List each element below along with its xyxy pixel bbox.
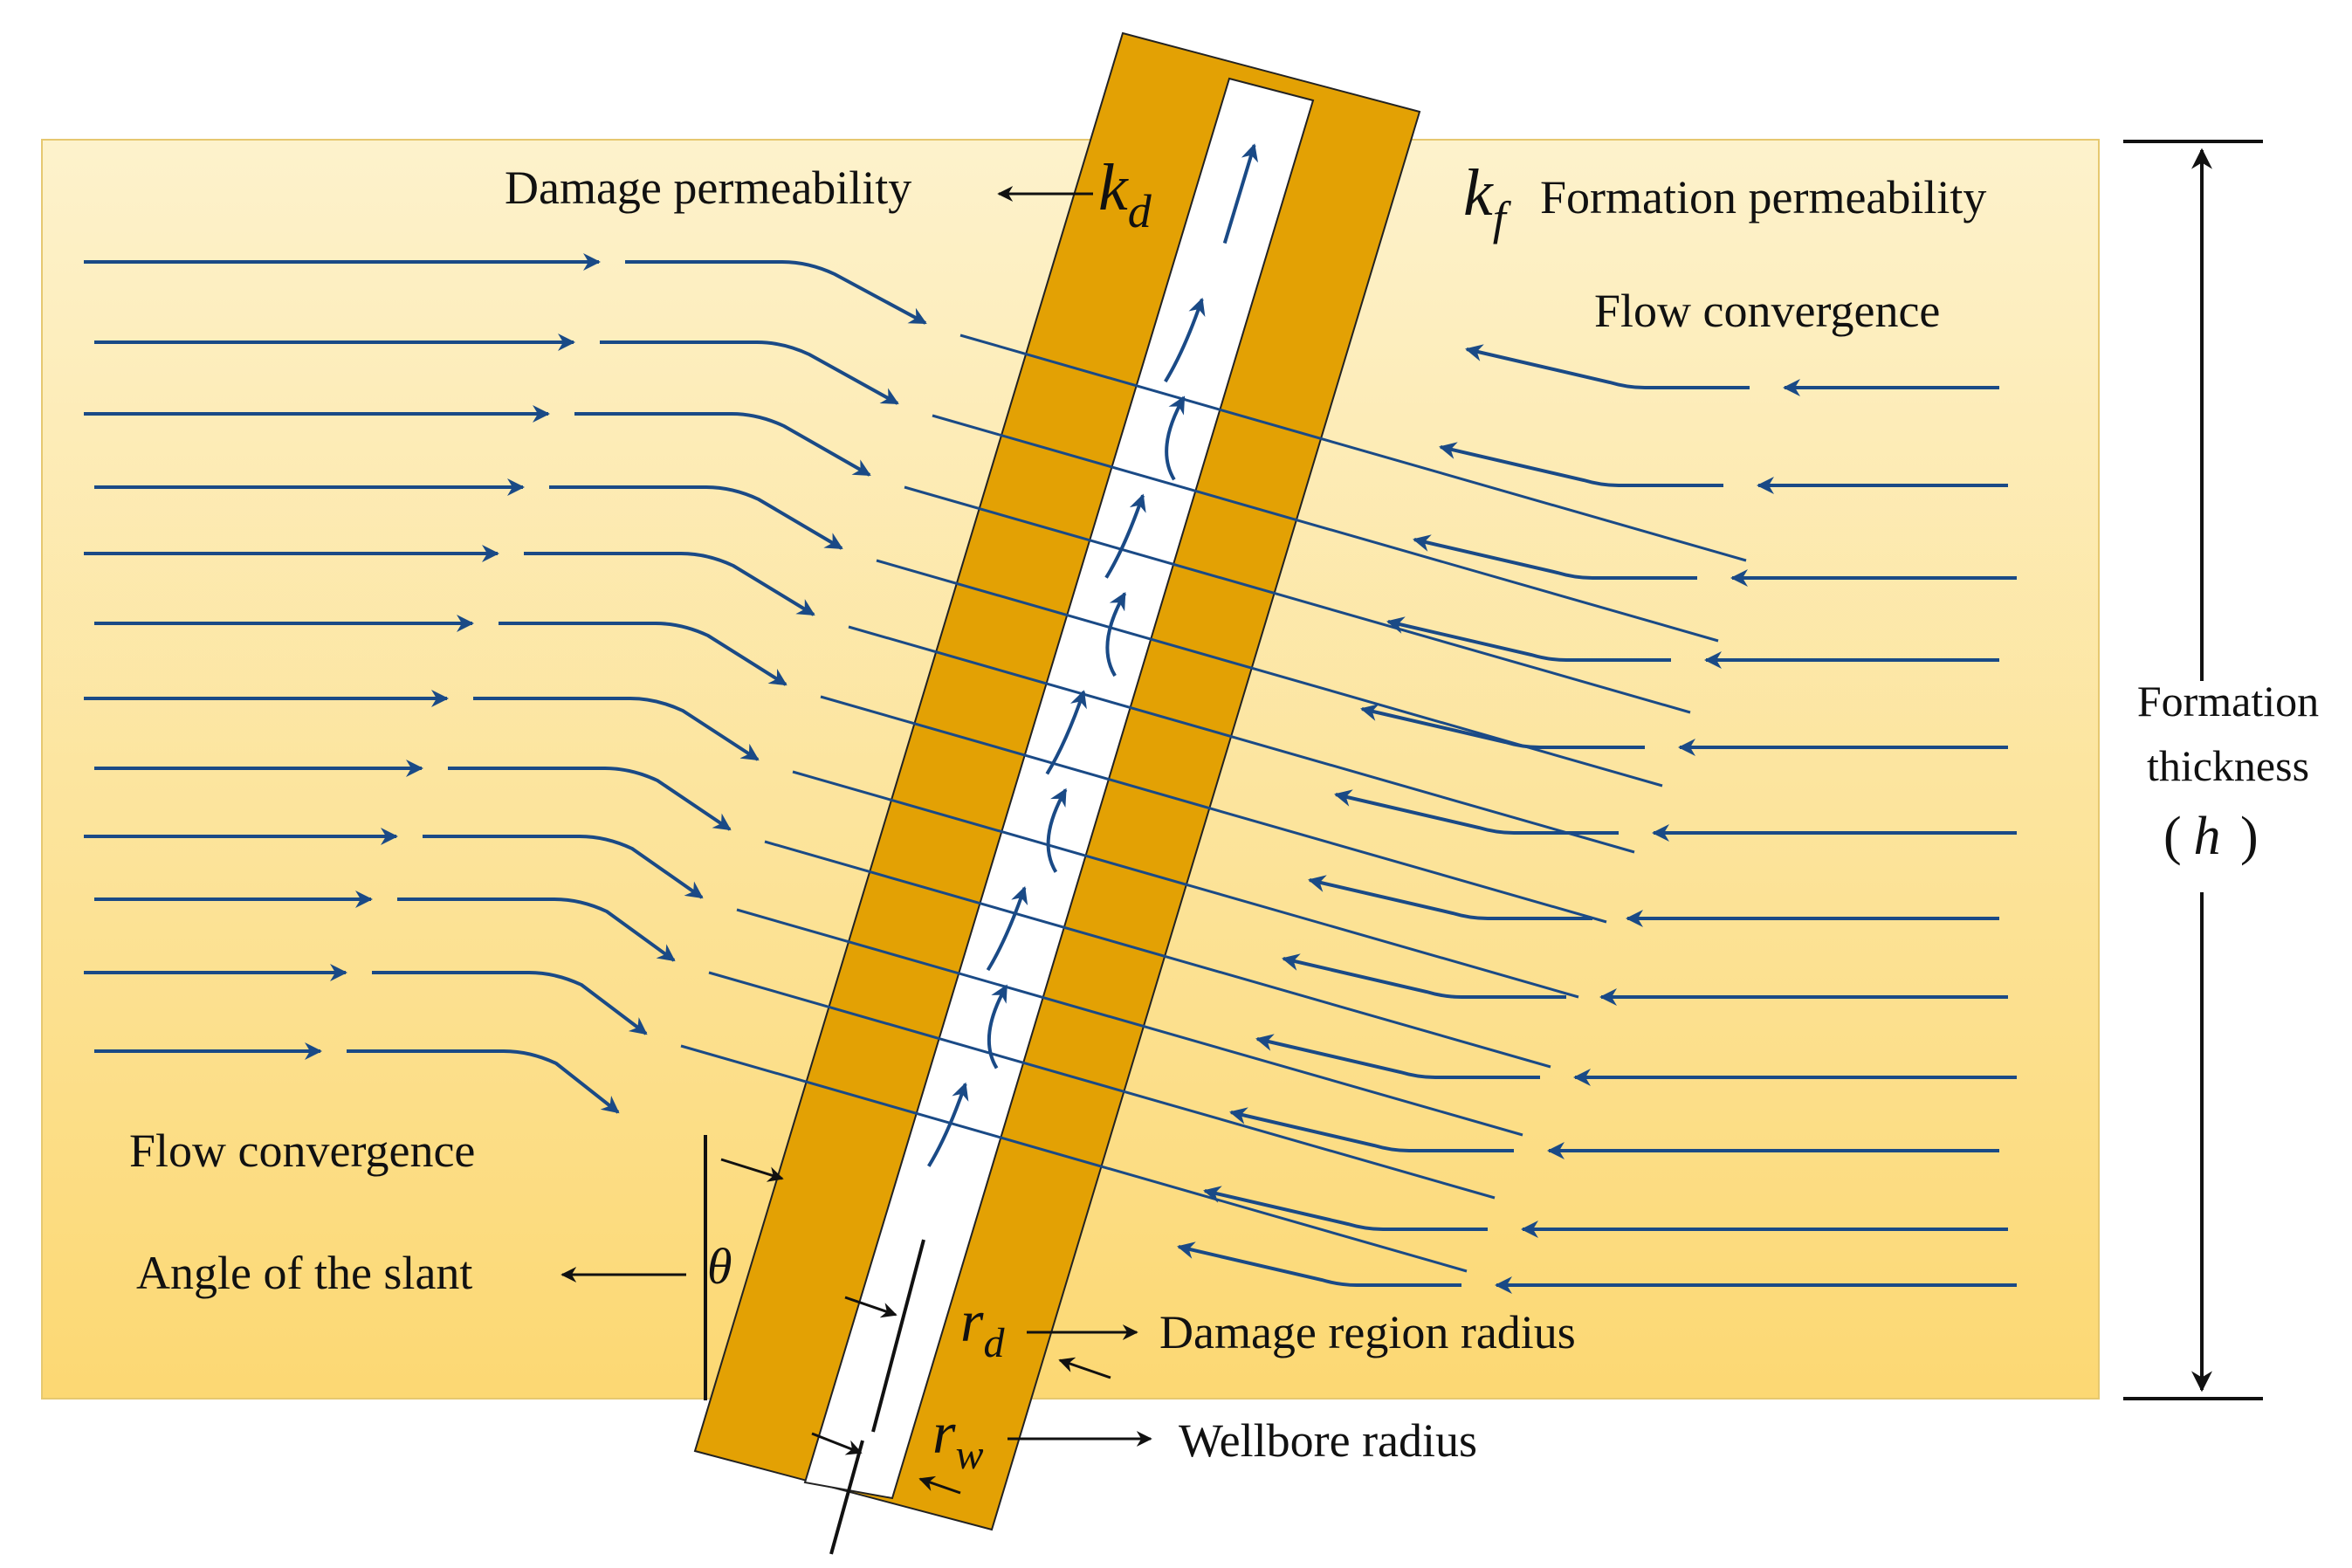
flow-arrow-bend-7	[473, 697, 760, 761]
flow-arrow-bend-4	[549, 485, 843, 550]
wellbore-flow-arrow-1	[1164, 297, 1206, 383]
wellbore-flow-arrow-7	[986, 885, 1028, 972]
theta-symbol: θ	[707, 1238, 732, 1295]
wellbore-flow-arrow-9	[927, 1082, 969, 1167]
flow-arrow-right-bend-2	[1439, 442, 1723, 487]
flow-arrow-right-bend-1	[1465, 344, 1750, 389]
flow-arrow-bend-2	[600, 340, 899, 405]
flow-arrow-right-bend-8	[1282, 953, 1566, 999]
flow-arrow-bend-9	[423, 835, 704, 899]
flow-arrow-bend-1	[625, 260, 927, 325]
kd-symbol: kd	[1098, 151, 1152, 237]
damage-permeability-annotation: Damage permeability kd	[505, 151, 1152, 237]
left-flow-arrows	[84, 253, 927, 1114]
flow-arrow-bend-6	[499, 622, 787, 686]
flow-cross-line-2	[932, 414, 1719, 643]
rw-symbol: rw	[932, 1400, 983, 1478]
wellbore-flow-arrow-6	[1046, 787, 1068, 873]
flow-cross-line-5	[848, 625, 1635, 854]
angle-of-slant-label: Angle of the slant	[136, 1247, 472, 1299]
damage-radius-annotation: rd Damage region radius	[844, 1239, 1576, 1433]
damage-permeability-label: Damage permeability	[505, 162, 911, 214]
formation-permeability-annotation: kf Formation permeability	[1463, 156, 1986, 244]
formation-thickness-paren-open: (	[2163, 807, 2182, 866]
flow-arrow-right-bend-11	[1203, 1186, 1488, 1231]
flow-arrow-bend-10	[397, 897, 676, 962]
wellbore-flow-arrow-8	[987, 984, 1008, 1069]
wellbore-radius-label: Wellbore radius	[1179, 1414, 1477, 1467]
flow-cross-line-10	[708, 971, 1496, 1200]
formation-thickness-dimension: Formation thickness ( h )	[2123, 140, 2319, 1400]
wellbore-flow-arrow-top	[1222, 143, 1259, 244]
wellbore-upflow-arrows	[927, 143, 1259, 1167]
wellbore-radius-dash	[829, 1440, 864, 1555]
damage-radius-arrow	[844, 1296, 897, 1318]
flow-cross-line-7	[792, 770, 1579, 999]
angle-pointer-arrow	[720, 1158, 784, 1182]
flow-arrow-bend-3	[574, 412, 871, 477]
flow-cross-line-8	[764, 840, 1551, 1069]
wellbore-flow-arrow-2	[1165, 395, 1186, 481]
flow-arrow-right-bend-5	[1360, 704, 1645, 749]
formation-permeability-label: Formation permeability	[1540, 171, 1986, 224]
damage-region-radius-label: Damage region radius	[1159, 1306, 1576, 1358]
damage-radius-dash	[871, 1239, 925, 1433]
flow-cross-line-3	[904, 485, 1691, 714]
flow-arrow-bend-11	[372, 971, 648, 1035]
flow-arrow-right-bend-12	[1177, 1241, 1461, 1287]
flow-arrow-right-bend-7	[1308, 875, 1592, 920]
wellbore-radius-arrow-2	[918, 1475, 961, 1495]
wellbore-radius-arrow	[811, 1432, 863, 1455]
flow-cross-line-6	[820, 695, 1607, 924]
flow-arrow-right-bend-9	[1255, 1034, 1540, 1079]
wellbore-flow-arrow-5	[1045, 690, 1087, 775]
flow-arrow-right-bend-4	[1386, 616, 1671, 662]
flow-arrow-right-bend-6	[1334, 789, 1619, 835]
flow-convergence-label-left: Flow convergence	[129, 1124, 475, 1177]
flow-arrow-right-bend-10	[1229, 1107, 1514, 1152]
wellbore-flow-arrow-3	[1104, 493, 1146, 579]
formation-thickness-paren-close: )	[2240, 807, 2259, 866]
right-flow-arrows	[1177, 344, 2017, 1294]
damage-radius-arrow-2	[1058, 1357, 1111, 1379]
flow-arrow-bend-8	[448, 767, 732, 831]
cross-flow-lines	[680, 334, 1747, 1273]
flow-arrow-bend-5	[524, 552, 815, 616]
flow-arrow-right-bend-3	[1413, 534, 1697, 580]
formation-thickness-label-2: thickness	[2147, 741, 2309, 790]
flow-arrow-bend-12	[347, 1049, 620, 1114]
wellbore-radius-annotation: rw Wellbore radius	[811, 1400, 1477, 1555]
formation-thickness-label-1: Formation	[2137, 677, 2319, 726]
flow-cross-line-9	[736, 908, 1523, 1137]
flow-cross-line-11	[680, 1044, 1468, 1273]
formation-thickness-symbol: h	[2194, 807, 2221, 866]
wellbore-flow-arrow-4	[1105, 592, 1127, 677]
slant-angle-annotation: θ Angle of the slant	[136, 1135, 784, 1400]
flow-cross-line-1	[959, 334, 1747, 562]
rd-symbol: rd	[960, 1288, 1005, 1366]
flow-convergence-label-right: Flow convergence	[1594, 285, 1940, 337]
